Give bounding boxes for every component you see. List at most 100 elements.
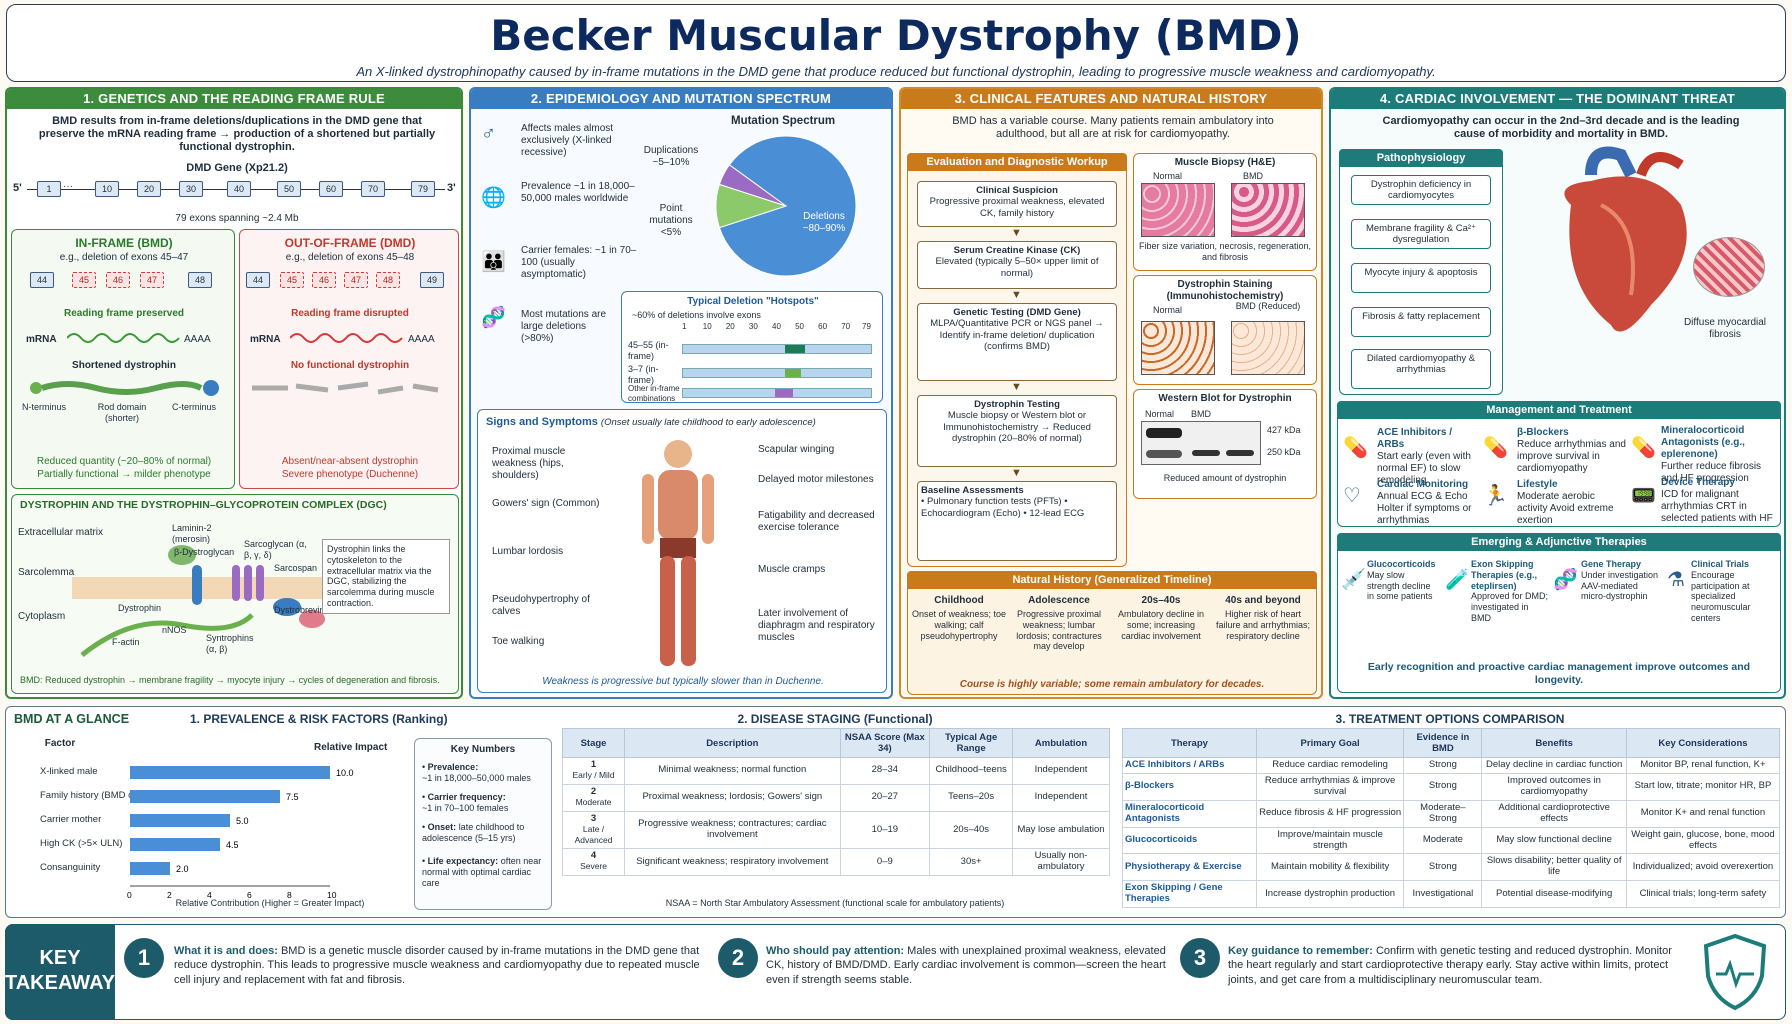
table-cell: ACE Inhibitors / ARBs <box>1122 757 1257 774</box>
exon-box: 79 <box>411 181 435 197</box>
risk-factor-label: Family history (BMD or DMD) <box>40 790 164 801</box>
risk-bar-value: 5.0 <box>236 816 249 826</box>
nh-col-desc: Progressive proximal weakness; lumbar lo… <box>1016 609 1102 652</box>
human-figure <box>642 440 714 666</box>
stain-normal-image <box>1141 321 1215 375</box>
mrna-label: mRNA <box>26 334 57 345</box>
epi-header: 2. EPIDEMIOLOGY AND MUTATION SPECTRUM <box>471 89 891 109</box>
no-dystrophin: No functional dystrophin <box>290 360 410 371</box>
table-cell: 10–19 <box>839 810 931 850</box>
dgc-box: DYSTROPHIN AND THE DYSTROPHIN–GLYCOPROTE… <box>11 494 459 694</box>
table-cell: Progressive weakness; contractures; card… <box>624 810 841 850</box>
key-numbers-title: Key Numbers <box>450 744 516 755</box>
col-header: Therapy <box>1122 728 1257 758</box>
flask-icon: ⚗ <box>1667 569 1685 591</box>
dgc-illustration <box>72 545 332 657</box>
cytoplasm-label: Cytoplasm <box>18 611 66 622</box>
table-cell: Mineralocorticoid Antagonists <box>1122 799 1257 828</box>
exon-box: 30 <box>179 181 203 197</box>
table-cell: Exon Skipping / Gene Therapies <box>1122 880 1257 909</box>
mrna-wave <box>67 333 180 343</box>
table-cell: Weight gain, glucose, bone, mood effects <box>1625 826 1781 855</box>
fibrosis-image <box>1693 237 1765 297</box>
exon-box: 49 <box>420 272 444 288</box>
treatment-table: Therapy Primary Goal Evidence in BMD Ben… <box>1122 728 1781 909</box>
table-cell: Investigational <box>1403 880 1483 909</box>
hotspot-row-label: 3–7 (in-frame) <box>628 364 659 385</box>
hotspot-tick: 70 <box>841 322 851 331</box>
outframe-title: OUT-OF-FRAME (DMD) <box>284 236 416 250</box>
risk-tick: 8 <box>287 890 292 900</box>
biopsy-normal: Normal <box>1153 171 1183 181</box>
exon-span: 79 exons spanning ~2.4 Mb <box>175 213 299 224</box>
five-prime: 5' <box>13 182 22 194</box>
sign-lordosis: Lumbar lordosis <box>492 546 564 557</box>
nh-col-title: Adolescence <box>1028 595 1090 606</box>
exon-deleted: 46 <box>312 272 336 288</box>
stain-normal: Normal <box>1153 305 1183 315</box>
risk-bar <box>130 790 280 803</box>
col-header: Primary Goal <box>1255 728 1405 758</box>
risk-tick: 4 <box>207 890 212 900</box>
syringe-icon: 💉 <box>1341 569 1366 591</box>
exon-box: 70 <box>361 181 385 197</box>
table-cell: Reduce fibrosis & HF progression <box>1255 799 1405 828</box>
col-header: NSAA Score (Max 34) <box>839 728 931 758</box>
risk-bar <box>130 838 220 851</box>
hotspot-tick: 10 <box>702 322 712 331</box>
risk-bar-value: 10.0 <box>336 768 354 778</box>
exon-deleted: 48 <box>376 272 400 288</box>
patho-step: Membrane fragility & Ca²⁺ dysregulation <box>1351 219 1491 249</box>
sign-fatigue: Fatigability and decreased exercise tole… <box>758 510 875 533</box>
patho-step: Myocyte injury & apoptosis <box>1351 263 1491 293</box>
risk-factor-label: Consanguinity <box>40 862 100 873</box>
risk-tick: 0 <box>127 890 132 900</box>
staging-table: Stage Description NSAA Score (Max 34) Ty… <box>561 728 1110 877</box>
takeaway-number: 3 <box>1180 938 1220 978</box>
fact-carrier: Carrier females: ~1 in 70–100 (usually a… <box>521 245 637 280</box>
shield-heart-icon <box>1703 933 1767 1011</box>
staging-footer: NSAA = North Star Ambulatory Assessment … <box>665 898 1005 908</box>
family-icon: 👪 <box>481 251 506 273</box>
exon-deleted: 46 <box>106 272 130 288</box>
clinical-header: 3. CLINICAL FEATURES AND NATURAL HISTORY <box>901 89 1321 109</box>
epidemiology-panel: 2. EPIDEMIOLOGY AND MUTATION SPECTRUM ♂ … <box>469 87 893 699</box>
title-banner: Becker Muscular Dystrophy (BMD) An X-lin… <box>6 4 1786 82</box>
inframe-box: IN-FRAME (BMD) e.g., deletion of exons 4… <box>11 229 235 489</box>
fact-deletions: Most mutations are large deletions (>80%… <box>521 309 607 344</box>
table-cell: Significant weakness; respiratory involv… <box>624 848 841 877</box>
sign-toe-walking: Toe walking <box>492 636 545 647</box>
genetics-panel: 1. GENETICS AND THE READING FRAME RULE B… <box>5 87 463 699</box>
table-cell: 0–9 <box>839 848 931 877</box>
nh-title: Natural History (Generalized Timeline) <box>907 571 1317 589</box>
sign-gowers: Gowers' sign (Common) <box>492 498 600 509</box>
table-cell: Proximal weakness; lordosis; Gowers' sig… <box>624 783 841 812</box>
down-arrow-icon: ▼ <box>1011 289 1022 301</box>
hotspot-bar <box>682 344 872 354</box>
ecg-icon: ♡ <box>1343 485 1361 507</box>
exon-deleted: 45 <box>72 272 96 288</box>
table-cell: β-Blockers <box>1122 772 1257 801</box>
dna-icon: 🧬 <box>481 307 506 329</box>
table-cell: Clinical trials; long-term safety <box>1625 880 1781 909</box>
vial-icon: 🧪 <box>1445 569 1470 591</box>
biopsy-bmd-image <box>1231 183 1305 237</box>
table-cell: May slow functional decline <box>1481 826 1627 855</box>
takeaway-item: Key guidance to remember: Confirm with g… <box>1228 945 1672 986</box>
down-arrow-icon: ▼ <box>1011 467 1022 479</box>
outframe-fact1: Absent/near-absent dystrophin <box>281 456 419 467</box>
key-number: • Life expectancy: often near normal wit… <box>422 856 542 888</box>
gene-dots: ··· <box>63 181 73 192</box>
factor-header: Factor <box>44 738 76 749</box>
nh-col-desc: Higher risk of heart failure and arrhyth… <box>1215 609 1311 641</box>
hotspot-tick: 30 <box>748 322 758 331</box>
risk-factor-label: X-linked male <box>40 766 98 777</box>
